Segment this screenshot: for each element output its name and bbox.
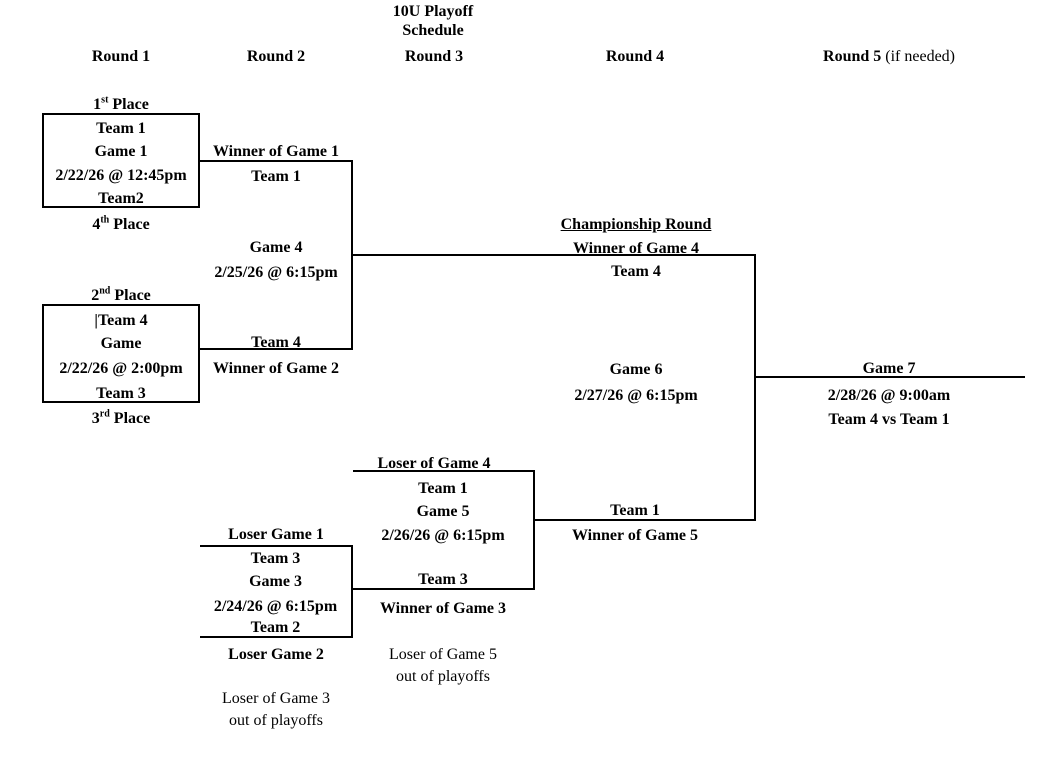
game-4-team-bottom: Team 4 [251,334,301,351]
winner-of-game-2-label: Winner of Game 2 [212,360,340,377]
game-5-team-bottom: Team 3 [418,571,468,588]
game-5-team-top: Team 1 [418,480,468,497]
game-7-name: Game 7 [862,360,916,377]
loser-game-1-label: Loser Game 1 [228,526,324,543]
game-5-box: Team 1 Game 5 2/26/26 @ 6:15pm Team 3 [353,470,535,590]
game-3-box: Team 3 Game 3 2/24/26 @ 6:15pm Team 2 [200,545,353,638]
winner-of-game-3-label: Winner of Game 3 [379,600,507,617]
game-7-datetime: 2/28/26 @ 9:00am [827,387,951,404]
round-4-header: Round 4 [605,48,665,65]
game-7-matchup: Team 4 vs Team 1 [828,411,950,428]
winner-game-5-advance-line [535,519,755,521]
game-2-datetime: 2/22/26 @ 2:00pm [59,360,183,377]
game-2-name: Game [100,335,142,352]
round-3-header: Round 3 [404,48,464,65]
seed-4th-place: 4th Place [92,214,150,233]
game-4-datetime: 2/25/26 @ 6:15pm [214,264,338,281]
championship-team-top: Team 4 [611,263,661,280]
winner-of-game-1-label: Winner of Game 1 [212,143,340,160]
game-3-team-bottom: Team 2 [250,619,301,636]
round-1-header: Round 1 [91,48,151,65]
game-4-to-championship-line [351,254,755,256]
seed-1st-place: 1st Place [93,94,149,113]
loser-game-2-label: Loser Game 2 [228,646,324,663]
page-title-line1: 10U Playoff [392,3,474,20]
game-1-datetime: 2/22/26 @ 12:45pm [55,167,187,184]
championship-bracket-vertical [754,254,756,521]
championship-team-bottom: Team 1 [610,502,660,519]
game-2-box: |Team 4 Game 2/22/26 @ 2:00pm Team 3 [42,304,200,403]
game-1-team-bottom: Team2 [98,190,144,207]
game-5-name: Game 5 [416,503,470,520]
championship-round-heading: Championship Round [560,216,712,233]
seed-2nd-place: 2nd Place [91,285,151,304]
seed-3rd-place: 3rd Place [91,408,151,427]
game-4-team-top: Team 1 [251,168,301,185]
game-3-datetime: 2/24/26 @ 6:15pm [213,598,338,615]
game-1-box: Team 1 Game 1 2/22/26 @ 12:45pm Team2 [42,113,200,208]
game-5-datetime: 2/26/26 @ 6:15pm [381,527,505,544]
loser-game-3-elimination-line2: out of playoffs [229,712,323,729]
winner-game-1-advance-line [200,160,352,162]
game-1-name: Game 1 [94,143,148,160]
round-5-suffix: (if needed) [881,48,955,65]
winner-of-game-4-label: Winner of Game 4 [572,240,700,257]
page-title-line2: Schedule [402,22,464,39]
winner-of-game-5-label: Winner of Game 5 [571,527,699,544]
game-2-team-top: |Team 4 [94,312,148,329]
game-7-line [754,376,1025,378]
game-6-name: Game 6 [609,361,663,378]
game-2-team-bottom: Team 3 [96,385,146,402]
game-3-team-top: Team 3 [250,550,301,567]
game-3-name: Game 3 [249,573,302,590]
loser-game-5-elimination-line1: Loser of Game 5 [389,646,497,663]
round-2-header: Round 2 [246,48,306,65]
winner-game-2-advance-line [200,348,352,350]
game-1-team-top: Team 1 [96,120,146,137]
loser-game-5-elimination-line2: out of playoffs [396,668,490,685]
round-5-header: Round 5 (if needed) [823,48,955,65]
game-4-name: Game 4 [249,239,303,256]
loser-game-3-elimination-line1: Loser of Game 3 [222,690,330,707]
game-6-datetime: 2/27/26 @ 6:15pm [574,387,698,404]
loser-of-game-4-label: Loser of Game 4 [377,455,491,472]
